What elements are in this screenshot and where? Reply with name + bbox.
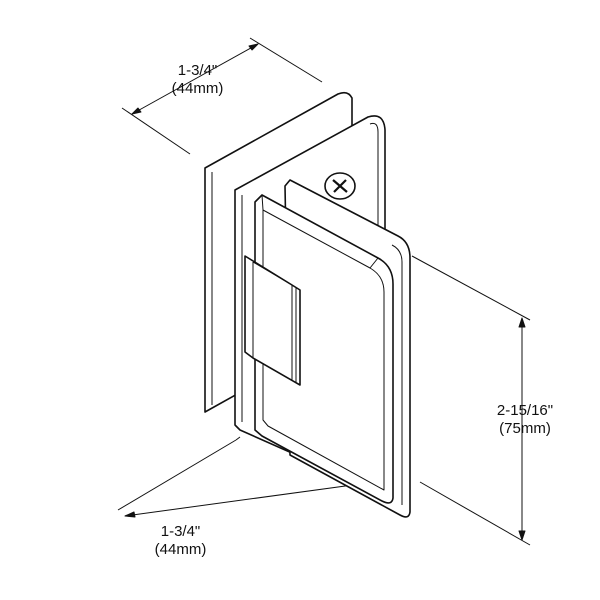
top-dimension-label: 1-3/4" (44mm) — [160, 62, 235, 98]
top-dimension-metric: (44mm) — [171, 80, 224, 97]
right-dimension-metric: (75mm) — [499, 420, 551, 437]
hinge-knuckle — [244, 255, 301, 386]
right-dimension-label: 2-15/16" (75mm) — [484, 402, 566, 438]
bottom-dimension-imperial: 1-3/4" — [160, 523, 201, 540]
right-dimension — [411, 255, 531, 546]
top-dimension — [121, 37, 323, 155]
screw-icon — [324, 172, 356, 200]
bottom-dimension-metric: (44mm) — [154, 541, 207, 558]
bottom-dimension-label: 1-3/4" (44mm) — [143, 523, 218, 559]
right-dimension-imperial: 2-15/16" — [496, 402, 554, 419]
front-glass-clamp — [254, 194, 394, 504]
top-dimension-imperial: 1-3/4" — [177, 62, 218, 79]
